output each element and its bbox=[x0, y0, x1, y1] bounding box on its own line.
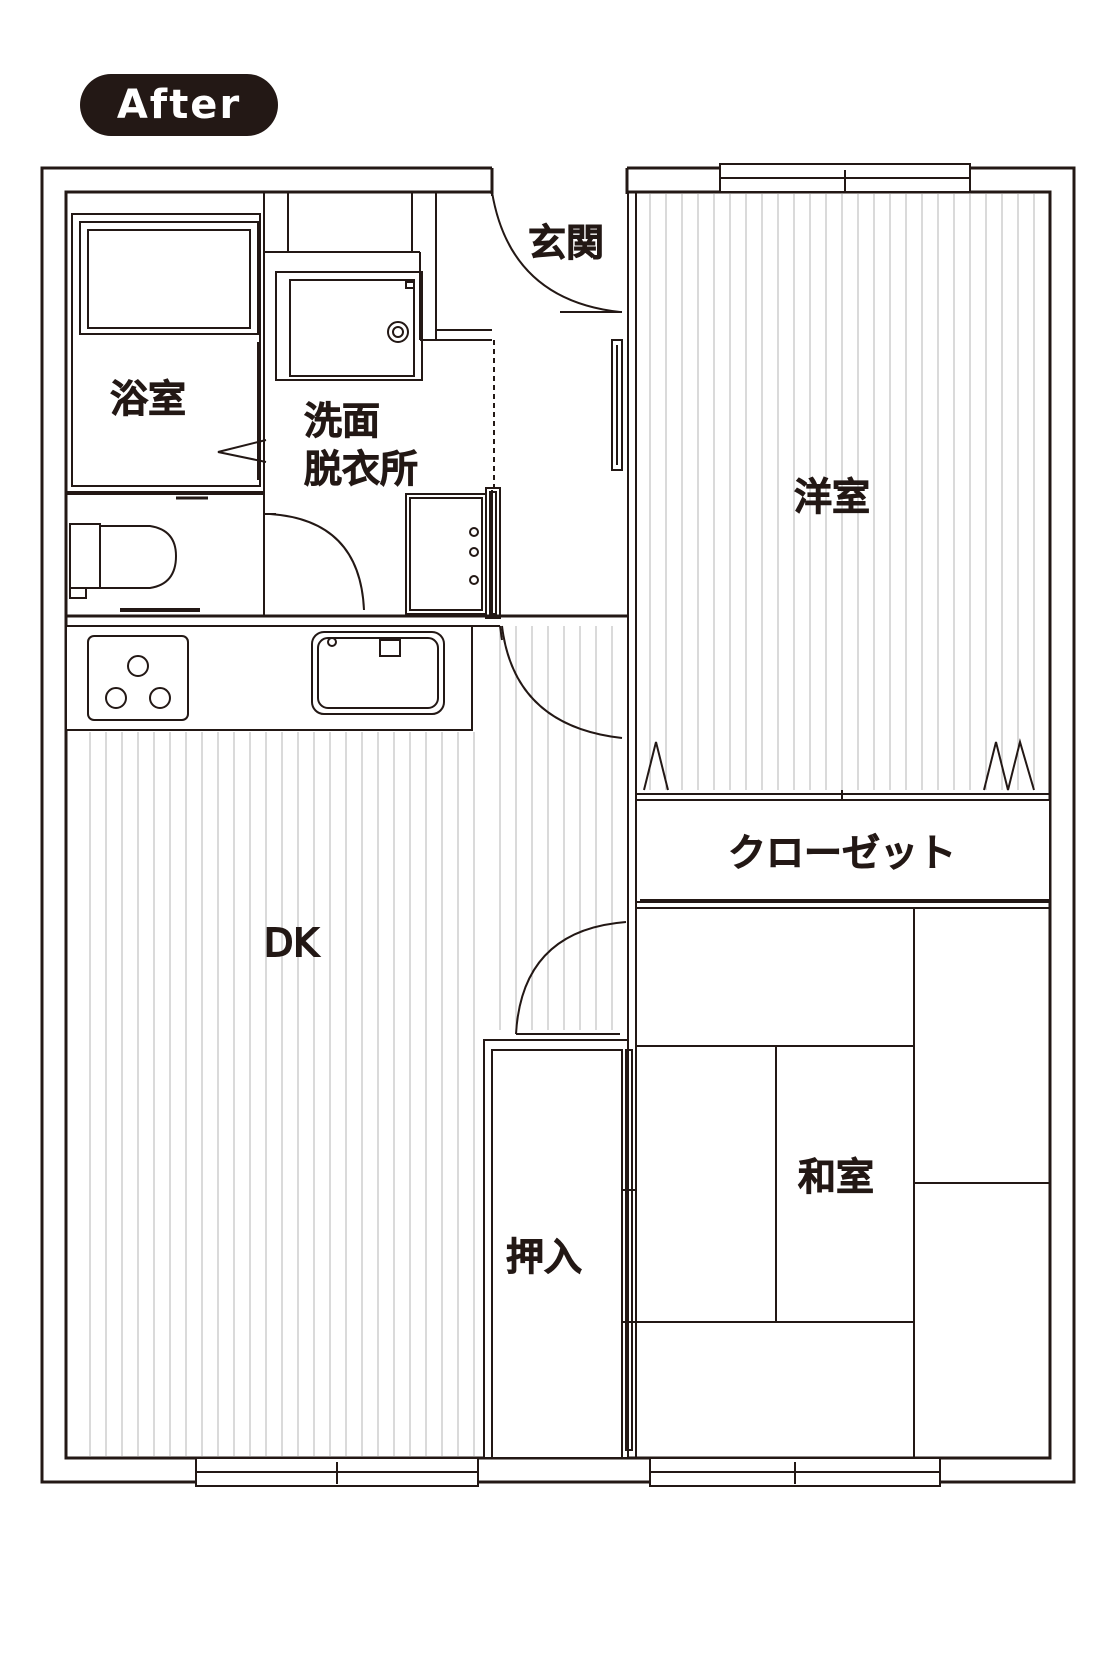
window-japanese-bottom bbox=[649, 1457, 941, 1487]
bathroom bbox=[65, 191, 267, 493]
hall-flooring bbox=[499, 626, 613, 1030]
after-badge-label: After bbox=[116, 82, 242, 128]
washroom-label-line1: 洗面 bbox=[304, 399, 380, 443]
dk-label: DK bbox=[264, 921, 319, 965]
bathroom-label: 浴室 bbox=[110, 377, 186, 421]
oshiire bbox=[483, 1039, 636, 1459]
washroom-label-line2: 脱衣所 bbox=[304, 447, 418, 491]
window-western-top bbox=[719, 163, 971, 193]
oshiire-label: 押入 bbox=[506, 1235, 582, 1279]
western-room-flooring bbox=[649, 194, 1035, 790]
dk-door bbox=[499, 625, 623, 739]
japanese-room-label: 和室 bbox=[798, 1155, 874, 1199]
entrance-label: 玄関 bbox=[528, 221, 604, 265]
western-room-label: 洋室 bbox=[794, 475, 870, 519]
dk-flooring bbox=[89, 732, 475, 1456]
window-dk-bottom bbox=[195, 1457, 479, 1487]
entrance-opening bbox=[490, 166, 629, 194]
hall-sliding-door bbox=[611, 339, 623, 471]
washroom bbox=[275, 191, 501, 619]
toilet bbox=[65, 493, 265, 617]
entrance-door bbox=[491, 191, 622, 313]
kitchen-counter bbox=[65, 625, 473, 731]
japanese-room-door bbox=[515, 921, 627, 1035]
closet-label: クローゼット bbox=[728, 831, 956, 875]
japanese-room-tatami bbox=[635, 907, 1051, 1459]
toilet-door bbox=[264, 513, 365, 611]
after-badge: After bbox=[80, 74, 278, 136]
